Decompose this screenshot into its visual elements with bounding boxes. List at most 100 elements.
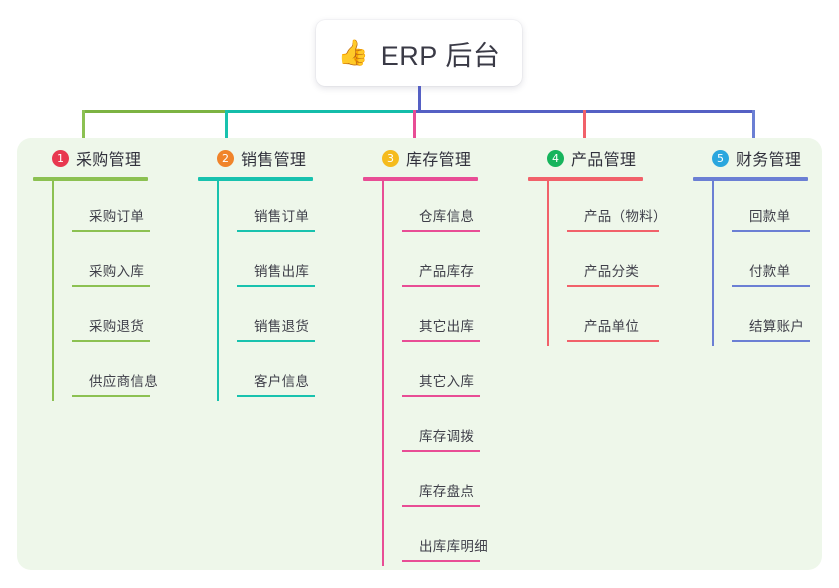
branch-underline <box>198 177 313 181</box>
branch-item[interactable]: 库存盘点 <box>383 456 480 511</box>
branch-item[interactable]: 其它出库 <box>383 291 480 346</box>
branch-trunk-line <box>547 181 549 346</box>
branch-number-badge: 2 <box>217 149 234 167</box>
root-node-erp-backend[interactable]: 👍 ERP 后台 <box>316 20 522 86</box>
branch-item-underline <box>237 285 315 287</box>
branch-item-underline <box>72 340 150 342</box>
branch-item[interactable]: 采购退货 <box>53 291 150 346</box>
branch-item-underline <box>732 340 810 342</box>
branch-item[interactable]: 结算账户 <box>713 291 810 346</box>
branch-item[interactable]: 产品（物料） <box>548 181 667 236</box>
branch-item[interactable]: 其它入库 <box>383 346 480 401</box>
branch-item[interactable]: 销售出库 <box>218 236 315 291</box>
branch-item[interactable]: 销售订单 <box>218 181 315 236</box>
branch-item[interactable]: 采购订单 <box>53 181 150 236</box>
branch-title: 产品管理 <box>571 152 637 169</box>
branch-item-label: 客户信息 <box>254 374 310 389</box>
branch-item-underline <box>72 230 150 232</box>
branch-item-label: 采购订单 <box>89 209 145 224</box>
branch-trunk-line <box>52 181 54 401</box>
branch-item-label: 采购入库 <box>89 264 145 279</box>
branch-underline <box>693 177 808 181</box>
branch-header-inventory[interactable]: 3 库存管理 <box>363 146 478 170</box>
drop-line-finance <box>752 110 755 146</box>
drop-line-product <box>583 110 586 146</box>
branch-item-underline <box>72 395 150 397</box>
branch-product[interactable]: 4 产品管理产品（物料） 产品分类产品单位 <box>528 146 667 346</box>
branch-item[interactable]: 产品分类 <box>548 236 659 291</box>
branch-item-label: 其它出库 <box>419 319 475 334</box>
root-stem-line <box>418 86 421 113</box>
branch-number-badge: 5 <box>712 149 729 167</box>
branch-number-badge: 4 <box>547 149 564 167</box>
branch-item[interactable]: 出库库明细 <box>383 511 488 566</box>
branch-item-label: 回款单 <box>749 209 791 224</box>
branch-item-label: 其它入库 <box>419 374 475 389</box>
branches-panel <box>17 138 822 570</box>
branch-title: 库存管理 <box>406 152 472 169</box>
branch-items-finance: 回款单付款单结算账户 <box>693 181 810 346</box>
branch-item-underline <box>237 395 315 397</box>
branch-item-label: 结算账户 <box>749 319 805 334</box>
branch-item-label: 产品（物料） <box>584 209 667 224</box>
branch-number-badge: 3 <box>382 149 399 167</box>
branch-item-underline <box>402 505 480 507</box>
branch-item[interactable]: 采购入库 <box>53 236 150 291</box>
branch-item-underline <box>567 285 659 287</box>
branch-items-sales: 销售订单销售出库销售退货客户信息 <box>198 181 315 401</box>
branch-item[interactable]: 仓库信息 <box>383 181 480 236</box>
branch-item-label: 库存盘点 <box>419 484 475 499</box>
branch-item[interactable]: 库存调拨 <box>383 401 480 456</box>
drop-line-sales <box>225 110 228 146</box>
branch-item[interactable]: 供应商信息 <box>53 346 158 401</box>
thumbs-up-icon: 👍 <box>337 38 369 67</box>
branch-trunk-line <box>217 181 219 401</box>
branch-trunk-line <box>712 181 714 346</box>
branch-item-underline <box>237 340 315 342</box>
branch-header-product[interactable]: 4 产品管理 <box>528 146 643 170</box>
drop-line-purchase <box>82 110 85 146</box>
branch-item-underline <box>567 230 659 232</box>
branch-items-purchase: 采购订单采购入库采购退货供应商信息 <box>33 181 158 401</box>
branch-item-underline <box>237 230 315 232</box>
branch-item-underline <box>402 340 480 342</box>
branch-item-underline <box>732 230 810 232</box>
drop-line-inventory <box>413 110 416 146</box>
branch-item[interactable]: 回款单 <box>713 181 810 236</box>
branch-item-underline <box>402 395 480 397</box>
branch-item[interactable]: 销售退货 <box>218 291 315 346</box>
branch-item-underline <box>72 285 150 287</box>
branch-underline <box>528 177 643 181</box>
root-node-title: ERP 后台 <box>380 40 501 71</box>
branch-item-label: 供应商信息 <box>89 374 158 389</box>
branch-items-product: 产品（物料） 产品分类产品单位 <box>528 181 667 346</box>
branch-item[interactable]: 付款单 <box>713 236 810 291</box>
branch-trunk-line <box>382 181 384 566</box>
branch-items-inventory: 仓库信息产品库存其它出库其它入库库存调拨库存盘点出库库明细 <box>363 181 488 566</box>
branch-underline <box>363 177 478 181</box>
branch-item[interactable]: 客户信息 <box>218 346 315 401</box>
branch-item[interactable]: 产品库存 <box>383 236 480 291</box>
bus-teal <box>225 110 413 113</box>
branch-item-underline <box>567 340 659 342</box>
branch-item-underline <box>732 285 810 287</box>
branch-item-label: 销售订单 <box>254 209 310 224</box>
root-node-content: 👍 ERP 后台 <box>338 34 501 73</box>
branch-item[interactable]: 产品单位 <box>548 291 659 346</box>
branch-item-label: 销售退货 <box>254 319 310 334</box>
branch-item-label: 仓库信息 <box>419 209 475 224</box>
branch-inventory[interactable]: 3 库存管理仓库信息产品库存其它出库其它入库库存调拨库存盘点出库库明细 <box>363 146 488 566</box>
branch-item-label: 产品库存 <box>419 264 475 279</box>
branch-item-underline <box>402 285 480 287</box>
branch-item-label: 产品单位 <box>584 319 640 334</box>
branch-item-underline <box>402 230 480 232</box>
branch-item-label: 出库库明细 <box>419 539 488 554</box>
branch-item-label: 销售出库 <box>254 264 310 279</box>
